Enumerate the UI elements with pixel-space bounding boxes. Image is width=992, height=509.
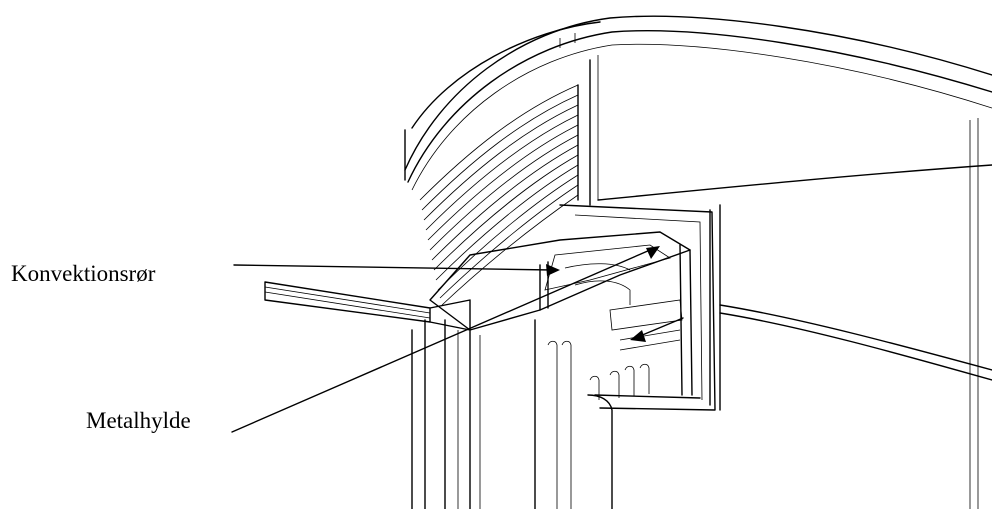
callout-label-konvektionsror: Konvektionsrør: [11, 261, 156, 286]
stove-body-right: [597, 118, 992, 509]
arrow-head-konvektionsror: [546, 264, 560, 276]
front-columns: [411, 319, 650, 509]
inner-shelf: [429, 231, 691, 351]
leader-line-metalhylde: [231, 249, 651, 433]
leader-line-inner: [639, 317, 684, 337]
stove-top-lid: [404, 15, 992, 191]
convection-grille: [419, 55, 599, 306]
firebox-frame: [559, 204, 716, 509]
left-rail: [264, 281, 471, 331]
leader-line-konvektionsror: [233, 264, 553, 271]
callout-label-metalhylde: Metalhylde: [86, 408, 191, 433]
arrow-head-metalhylde: [646, 246, 660, 259]
arrow-head-inner: [630, 330, 646, 342]
callout-leaders: [231, 246, 684, 433]
